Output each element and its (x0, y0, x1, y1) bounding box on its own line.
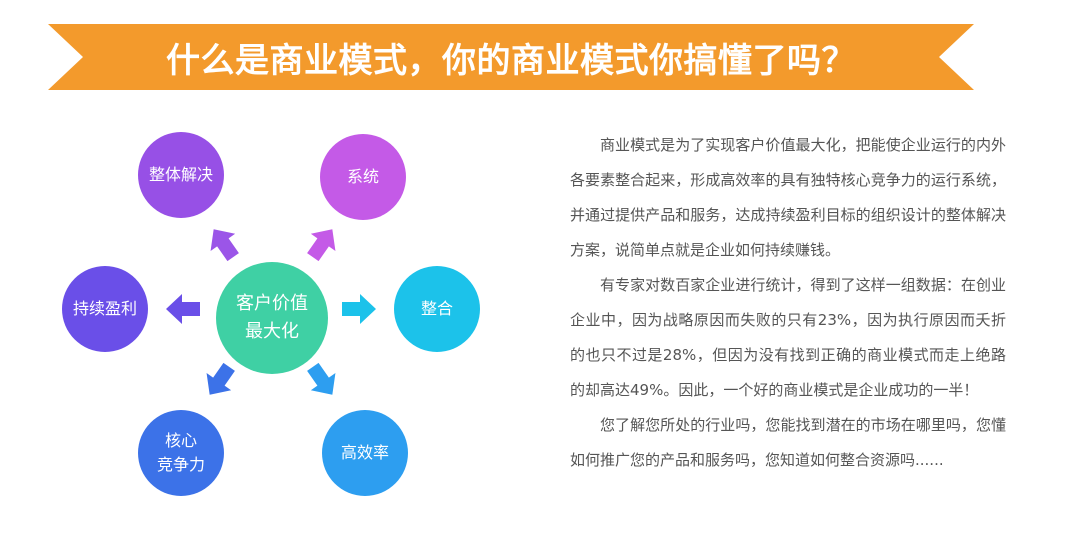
page-title: 什么是商业模式，你的商业模式你搞懂了吗？ (166, 40, 856, 81)
arrow-to-hexin (197, 358, 242, 404)
node-label: 整合 (420, 299, 453, 318)
paragraph-definition: 商业模式是为了实现客户价值最大化，把能使企业运行的内外各要素整合起来，形成高效率… (570, 136, 1006, 259)
node-chixu: 持续盈利 (62, 266, 148, 352)
node-hexin: 核心 竞争力 (138, 410, 224, 496)
node-label: 高效率 (340, 443, 389, 462)
node-gaoxiao: 高效率 (322, 410, 408, 496)
arrow-to-gaoxiao (300, 358, 345, 404)
arrow-to-zhengti (201, 220, 246, 266)
arrow-to-xitong (300, 220, 345, 266)
node-label: 整体解决 (148, 165, 213, 184)
title-banner: 什么是商业模式，你的商业模式你搞懂了吗？ (48, 24, 974, 90)
node-label: 持续盈利 (72, 299, 137, 318)
banner-ribbon-shape (48, 24, 974, 90)
node-xitong: 系统 (320, 134, 406, 220)
business-model-diagram: 客户价值 最大化 整体解决 系统 持续盈利 整合 核心 竞争力 高效率 (40, 110, 520, 530)
node-label-line2: 竞争力 (156, 455, 205, 474)
node-zhenghe: 整合 (394, 266, 480, 352)
paragraph-statistics: 有专家对数百家企业进行统计，得到了这样一组数据：在创业企业中，因为战略原因而失败… (570, 276, 1006, 399)
paragraph-questions: 您了解您所处的行业吗，您能找到潜在的市场在哪里吗，您懂如何推广您的产品和服务吗，… (570, 416, 1006, 469)
description-text: 商业模式是为了实现客户价值最大化，把能使企业运行的内外各要素整合起来，形成高效率… (570, 128, 1006, 478)
node-label-line1: 核心 (164, 431, 197, 450)
node-zhengti: 整体解决 (138, 132, 224, 218)
center-label-line1: 客户价值 (236, 293, 308, 314)
center-node-customer-value: 客户价值 最大化 (216, 262, 328, 374)
arrow-to-zhenghe (342, 294, 376, 324)
arrow-to-chixu (166, 294, 200, 324)
node-label: 系统 (346, 167, 379, 186)
center-label-line2: 最大化 (245, 321, 299, 342)
